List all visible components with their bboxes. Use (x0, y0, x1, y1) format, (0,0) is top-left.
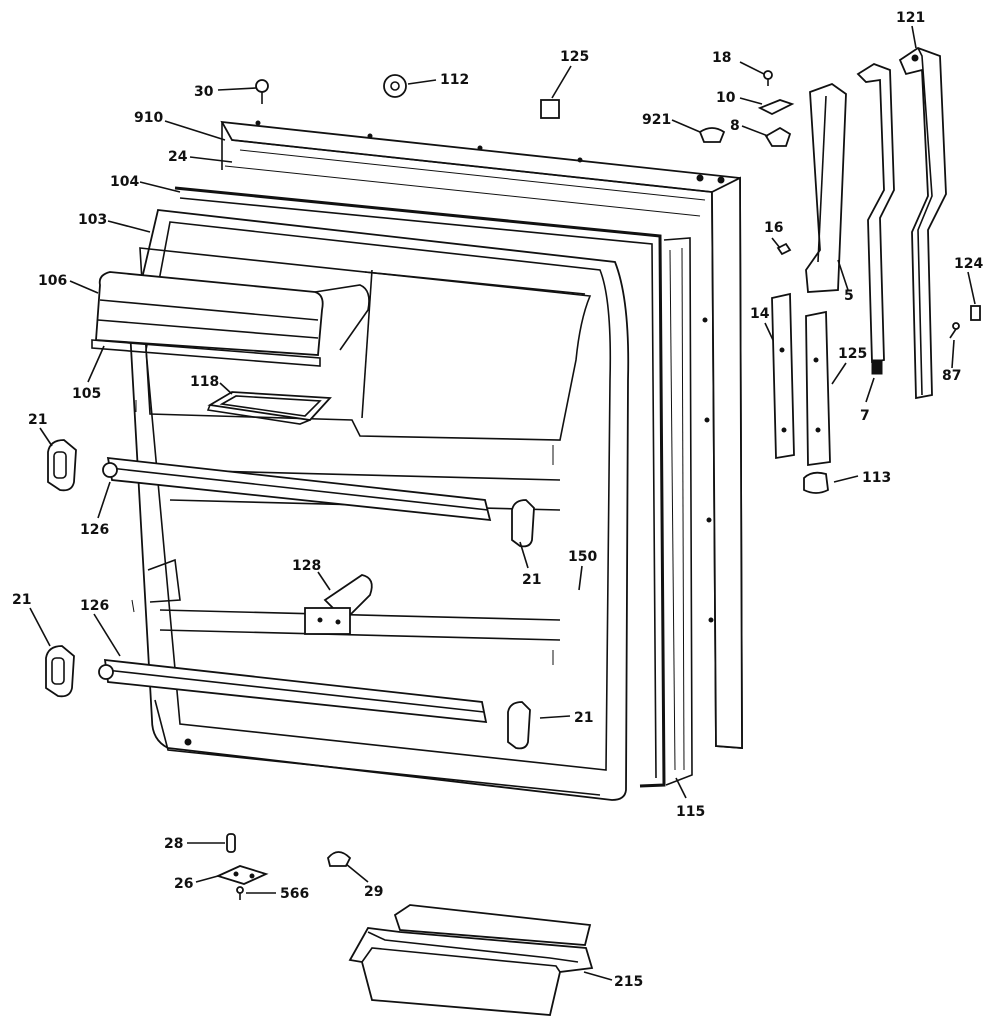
label-28: 28 (164, 836, 183, 852)
label-18: 18 (712, 50, 731, 66)
cap-921 (698, 127, 726, 143)
plate-26 (215, 865, 269, 885)
label-910: 910 (134, 110, 163, 126)
label-126-lower: 126 (80, 598, 109, 614)
label-21-right-upper: 21 (522, 572, 541, 588)
screw-87 (949, 322, 960, 339)
strip-125 (805, 310, 831, 467)
shelf-bar-upper (102, 456, 492, 522)
label-21-left-lower: 21 (12, 592, 31, 608)
end-cap-left-upper (47, 439, 77, 492)
label-125-top: 125 (560, 49, 589, 65)
label-103: 103 (78, 212, 107, 228)
end-cap-right-upper (511, 499, 535, 548)
label-21-right-lower: 21 (574, 710, 593, 726)
label-5: 5 (844, 288, 854, 304)
label-16: 16 (764, 220, 783, 236)
label-150: 150 (568, 549, 597, 565)
label-26: 26 (174, 876, 193, 892)
label-8: 8 (730, 118, 740, 134)
end-cap-left-lower (45, 645, 75, 698)
strip-14 (771, 292, 795, 460)
label-7: 7 (860, 408, 870, 424)
shelf-bracket (304, 574, 373, 635)
label-87: 87 (942, 368, 961, 384)
clip-124 (970, 305, 981, 321)
label-112: 112 (440, 72, 469, 88)
label-21-left-upper: 21 (28, 412, 47, 428)
label-125-mid: 125 (838, 346, 867, 362)
label-104: 104 (110, 174, 139, 190)
door-bin-215 (348, 904, 594, 1016)
screw-566 (236, 886, 244, 900)
label-215: 215 (614, 974, 643, 990)
label-121: 121 (896, 10, 925, 26)
label-10: 10 (716, 90, 736, 106)
label-105: 105 (72, 386, 101, 402)
screw-30 (255, 79, 269, 104)
outer-door-panel (220, 120, 743, 749)
pin-28 (226, 833, 236, 853)
label-115: 115 (676, 804, 705, 820)
door-gasket (174, 186, 693, 788)
plug-112 (383, 74, 407, 98)
label-24: 24 (168, 149, 188, 165)
leader-lines (29, 25, 976, 981)
label-126-upper: 126 (80, 522, 109, 538)
plug-125-top (540, 99, 560, 119)
dairy-compartment-door (91, 271, 370, 367)
label-30: 30 (194, 84, 214, 100)
handle-bar-121 (898, 46, 947, 400)
label-128: 128 (292, 558, 321, 574)
label-921: 921 (642, 112, 671, 128)
screw-16 (776, 242, 792, 256)
stop-113 (803, 471, 829, 494)
label-124: 124 (954, 256, 983, 272)
screw-18 (763, 70, 773, 86)
label-118: 118 (190, 374, 219, 390)
end-cap-right-lower (507, 701, 531, 750)
part-labels: 30 112 125 18 121 910 24 10 921 8 104 10… (12, 10, 983, 990)
label-113: 113 (862, 470, 891, 486)
cam-8 (764, 126, 792, 147)
hinge-strip-5 (805, 82, 847, 293)
label-106: 106 (38, 273, 67, 289)
label-566: 566 (280, 886, 309, 902)
label-14: 14 (750, 306, 770, 322)
butter-bin (206, 391, 332, 425)
bracket-10 (757, 99, 795, 116)
label-29: 29 (364, 884, 383, 900)
handle-bar-7 (856, 63, 895, 375)
shelf-bar-lower (98, 658, 488, 724)
